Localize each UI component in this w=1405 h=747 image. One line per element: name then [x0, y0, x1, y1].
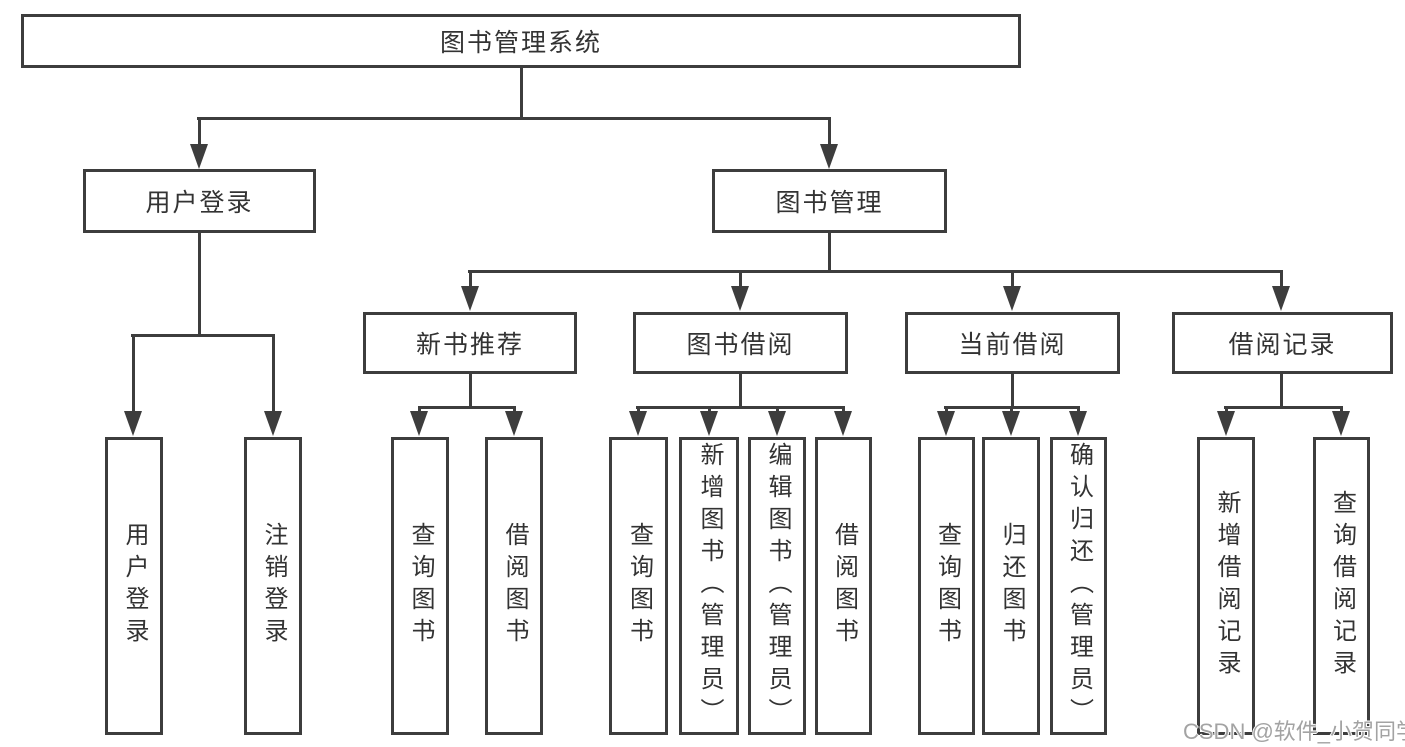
connector-line-vertical — [1010, 374, 1014, 409]
leaf-borrow-books: 借阅图书 — [815, 437, 872, 735]
node-user-login-label: 用户登录 — [145, 189, 254, 217]
leaf-query-borrow-record: 查询借阅记录 — [1313, 437, 1370, 735]
arrow-down-icon — [820, 144, 838, 169]
leaf-add-borrow-record-label: 新增借阅记录 — [1213, 490, 1240, 682]
node-current-borrow-label: 当前借阅 — [958, 331, 1067, 359]
leaf-user-login: 用户登录 — [105, 437, 163, 735]
connector-line-vertical — [944, 406, 948, 413]
arrow-down-icon — [264, 411, 282, 436]
node-new-book-recommend-label: 新书推荐 — [415, 331, 524, 359]
leaf-current-query-books: 查询图书 — [918, 437, 975, 735]
arrow-down-icon — [768, 411, 786, 436]
connector-line-horizontal — [197, 116, 831, 120]
connector-line-vertical — [1009, 406, 1013, 413]
leaf-rec-query-books-label: 查询图书 — [407, 522, 434, 650]
leaf-edit-books-admin-label: 编辑图书（管理员） — [764, 442, 791, 730]
connector-line-vertical — [1010, 270, 1014, 289]
leaf-add-books-admin-label: 新增图书（管理员） — [696, 442, 723, 730]
arrow-down-icon — [1002, 411, 1020, 436]
connector-line-vertical — [707, 406, 711, 413]
leaf-return-books: 归还图书 — [982, 437, 1040, 735]
connector-line-vertical — [738, 270, 742, 289]
connector-line-horizontal — [636, 405, 845, 409]
arrow-down-icon — [834, 411, 852, 436]
connector-line-vertical — [468, 270, 472, 289]
node-borrow-records-label: 借阅记录 — [1228, 331, 1337, 359]
arrow-down-icon — [190, 144, 208, 169]
connector-line-horizontal — [1224, 405, 1343, 409]
arrow-down-icon — [1272, 286, 1290, 311]
node-user-login: 用户登录 — [83, 169, 316, 233]
leaf-confirm-return-admin: 确认归还（管理员） — [1050, 437, 1107, 735]
arrow-down-icon — [731, 286, 749, 311]
node-book-management-label: 图书管理 — [775, 189, 884, 217]
connector-line-vertical — [1279, 374, 1283, 409]
node-book-management: 图书管理 — [712, 169, 947, 233]
connector-line-vertical — [1339, 406, 1343, 413]
arrow-down-icon — [410, 411, 428, 436]
node-root-label: 图书管理系统 — [439, 29, 602, 57]
connector-line-vertical — [197, 233, 201, 337]
node-new-book-recommend: 新书推荐 — [363, 312, 577, 374]
arrow-down-icon — [461, 286, 479, 311]
leaf-logout: 注销登录 — [244, 437, 302, 735]
node-borrow-records: 借阅记录 — [1172, 312, 1393, 374]
arrow-down-icon — [937, 411, 955, 436]
leaf-user-login-label: 用户登录 — [121, 522, 148, 650]
connector-line-horizontal — [944, 405, 1080, 409]
connector-line-vertical — [468, 374, 472, 409]
node-book-borrow-label: 图书借阅 — [686, 331, 795, 359]
leaf-logout-label: 注销登录 — [260, 522, 287, 650]
leaf-borrow-query-books: 查询图书 — [609, 437, 668, 735]
connector-line-vertical — [1279, 270, 1283, 289]
arrow-down-icon — [1003, 286, 1021, 311]
connector-line-vertical — [519, 68, 523, 120]
connector-line-vertical — [1224, 406, 1228, 413]
connector-line-horizontal — [131, 333, 275, 337]
leaf-rec-borrow-books: 借阅图书 — [485, 437, 543, 735]
leaf-add-books-admin: 新增图书（管理员） — [679, 437, 739, 735]
connector-line-vertical — [512, 406, 516, 413]
arrow-down-icon — [1217, 411, 1235, 436]
leaf-borrow-query-books-label: 查询图书 — [625, 522, 653, 650]
connector-line-vertical — [827, 233, 831, 273]
leaf-add-borrow-record: 新增借阅记录 — [1197, 437, 1255, 735]
connector-line-vertical — [636, 406, 640, 413]
connector-line-vertical — [1076, 406, 1080, 413]
connector-line-horizontal — [468, 269, 1283, 273]
arrow-down-icon — [124, 411, 142, 436]
connector-line-vertical — [417, 406, 421, 413]
connector-line-vertical — [827, 117, 831, 146]
leaf-borrow-books-label: 借阅图书 — [830, 522, 858, 650]
connector-line-vertical — [738, 374, 742, 409]
connector-line-vertical — [841, 406, 845, 413]
arrow-down-icon — [700, 411, 718, 436]
arrow-down-icon — [505, 411, 523, 436]
leaf-rec-query-books: 查询图书 — [391, 437, 449, 735]
leaf-return-books-label: 归还图书 — [998, 522, 1025, 650]
connector-line-horizontal — [418, 405, 516, 409]
arrow-down-icon — [1332, 411, 1350, 436]
connector-line-vertical — [131, 334, 135, 413]
node-current-borrow: 当前借阅 — [905, 312, 1120, 374]
leaf-confirm-return-admin-label: 确认归还（管理员） — [1065, 442, 1093, 730]
connector-line-vertical — [197, 117, 201, 146]
leaf-query-borrow-record-label: 查询借阅记录 — [1328, 490, 1356, 682]
connector-line-vertical — [775, 406, 779, 413]
leaf-edit-books-admin: 编辑图书（管理员） — [748, 437, 806, 735]
arrow-down-icon — [1069, 411, 1087, 436]
node-root: 图书管理系统 — [21, 14, 1021, 68]
leaf-current-query-books-label: 查询图书 — [933, 522, 961, 650]
leaf-rec-borrow-books-label: 借阅图书 — [501, 522, 528, 650]
arrow-down-icon — [629, 411, 647, 436]
connector-line-vertical — [271, 334, 275, 413]
node-book-borrow: 图书借阅 — [633, 312, 848, 374]
